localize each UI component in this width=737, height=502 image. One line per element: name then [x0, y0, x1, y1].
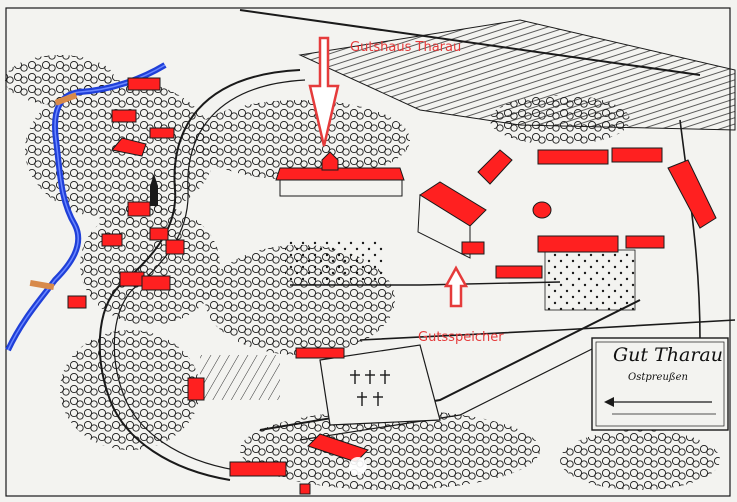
arrow-up-icon: [443, 265, 469, 308]
building-east-1: [537, 149, 609, 165]
building-east-4: [625, 235, 665, 249]
building-south-3: [307, 433, 369, 463]
legend-subtitle: Ostpreußen: [628, 372, 688, 383]
woods-southeast: [560, 430, 720, 490]
bridge-north: [54, 92, 78, 106]
fields-north: [298, 19, 736, 131]
building-east-2: [611, 147, 663, 163]
legend-box: [591, 337, 729, 431]
manor-house-roof: [275, 167, 405, 181]
silo: [532, 201, 552, 219]
manor-house-wall: [279, 179, 403, 197]
plot-south: [200, 355, 280, 400]
building-west-6: [101, 233, 123, 247]
building-east-3: [537, 235, 619, 253]
glare-spot: [349, 457, 367, 475]
building-south-1: [295, 347, 345, 359]
building-west-2: [111, 109, 137, 123]
gutsspeicher-label: Gutsspeicher: [418, 330, 504, 345]
building-west-9: [119, 271, 145, 287]
bridge-south: [29, 279, 55, 291]
woods-southwest: [60, 330, 200, 450]
building-west-7: [149, 227, 169, 241]
arrow-down-icon: [308, 36, 340, 147]
orchard-east: [544, 249, 636, 311]
building-south-2: [187, 377, 205, 401]
cemetery: [319, 344, 441, 426]
legend-box-inner: [595, 341, 725, 427]
cross-icon: [350, 370, 390, 406]
building-west-1: [127, 77, 161, 91]
woods-village: [80, 205, 220, 325]
woods-center: [190, 100, 410, 180]
woods-northwest: [5, 55, 115, 105]
building-west-10: [141, 275, 171, 291]
orchard-center: [285, 240, 385, 280]
road-west-loop-inner: [113, 79, 306, 471]
road-diagonal-southeast-b: [299, 344, 601, 441]
road-center-b: [290, 281, 561, 286]
church-tower: [150, 174, 158, 206]
building-east-5: [495, 265, 543, 279]
building-west-4: [111, 137, 147, 157]
gutshaus-label: Gutshaus Tharau: [350, 40, 462, 55]
building-west-11: [67, 295, 87, 309]
building-east-long: [667, 159, 717, 229]
granary-annex: [461, 241, 485, 255]
building-west-8: [165, 239, 185, 255]
buildings: [67, 77, 717, 495]
building-northeast: [477, 149, 513, 185]
woods-south: [240, 410, 540, 490]
legend-title: Gut Tharau: [613, 344, 723, 366]
horizon-line: [239, 9, 701, 76]
map-frame: [5, 7, 731, 497]
woods-east: [490, 95, 630, 145]
granary-wall: [417, 194, 471, 259]
building-west-5: [127, 201, 151, 217]
building-south-4: [229, 461, 287, 477]
road-center: [359, 319, 736, 341]
road-east: [679, 119, 701, 341]
building-south-5: [299, 483, 311, 495]
manor-tower-roof: [321, 151, 339, 171]
legend-north-arrow: [604, 397, 614, 407]
building-west-3: [149, 127, 175, 139]
